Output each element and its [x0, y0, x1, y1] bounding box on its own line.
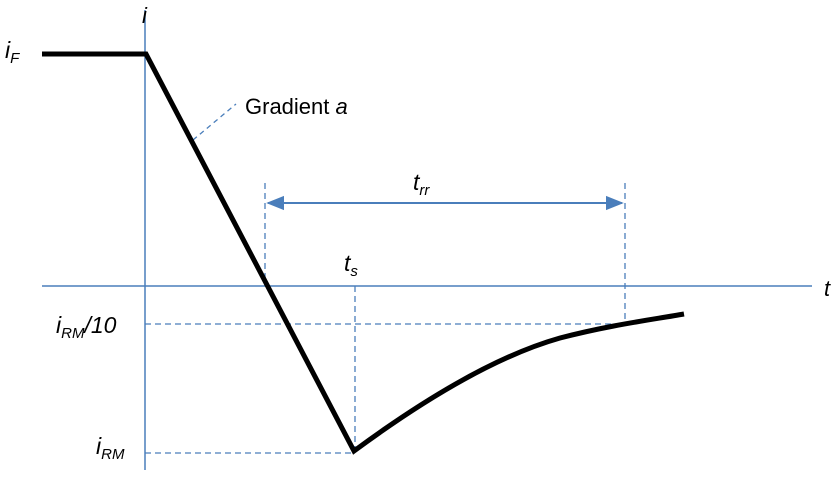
irm-label: iRM [96, 433, 125, 463]
irm10-label: iRM/10 [56, 312, 117, 342]
gradient-leader-line [192, 103, 237, 141]
x-axis-label: t [824, 276, 831, 301]
trr-label: trr [413, 169, 430, 199]
gradient-label: Gradient a [245, 94, 348, 119]
current-waveform [42, 51, 685, 455]
ts-label: ts [344, 250, 358, 280]
iF-label: iF [5, 37, 20, 67]
y-axis-label: i [142, 3, 148, 28]
